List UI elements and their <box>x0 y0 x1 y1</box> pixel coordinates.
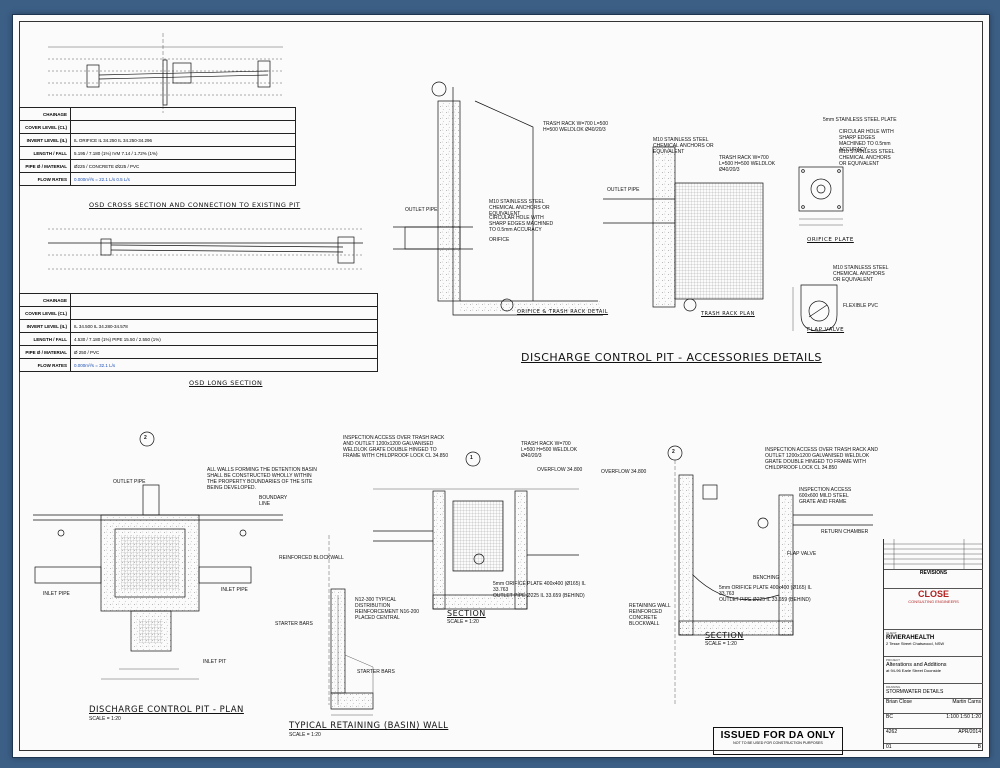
issued-sub: NOT TO BE USED FOR CONSTRUCTION PURPOSES <box>733 741 823 745</box>
anchors-note-4: M10 STAINLESS STEEL CHEMICAL ANCHORS OR … <box>833 265 889 283</box>
retaining-title: TYPICAL RETAINING (BASIN) WALL <box>289 721 449 731</box>
orifice-plate-note-2: 5mm ORIFICE PLATE 400x400 (Ø165) IL 33.7… <box>719 585 812 597</box>
orifice-trash-detail <box>393 81 603 316</box>
revisions-header: REVISIONS <box>884 570 983 589</box>
trash-rack-note-3: TRASH RACK W=700 L=500 H=500 WELDLOK Ø40… <box>521 441 578 459</box>
title-block: REVISIONS CLOSE CONSULTING ENGINEERS CLI… <box>883 539 983 750</box>
revision-table <box>884 539 983 570</box>
osd-long-profile <box>48 228 363 270</box>
flap-valve-drawing <box>792 284 838 332</box>
reinforced-blockwall-note: REINFORCED BLOCKWALL <box>279 555 344 561</box>
outlet-pipe-note-4: OUTLET PIPE Ø225 IL 33.659 (BEHIND) <box>493 593 585 599</box>
client-block: CLIENT RIVIERAHEALTH 2 Tesse Street Chat… <box>884 630 983 657</box>
outlet-pipe-note-5: OUTLET PIPE Ø225 IL 33.659 (BEHIND) <box>719 597 811 603</box>
osd-cross-profile <box>48 33 283 113</box>
retaining-scale: SCALE = 1:20 <box>289 732 321 738</box>
inlet-pipe-note-2: INLET PIPE <box>221 587 248 593</box>
section2-title: SECTION <box>705 631 744 640</box>
section2-marker: 2 <box>672 449 675 455</box>
project-block: PROJECT Alterations and Additions at 94-… <box>884 657 983 684</box>
sheet-row: 01 B <box>886 744 981 750</box>
sheet-border <box>19 21 983 751</box>
retaining-wall-note: RETAINING WALL REINFORCED CONCRETE BLOCK… <box>629 603 671 627</box>
n12-note: N12-300 TYPICAL DISTRIBUTION REINFORCEME… <box>355 597 420 621</box>
osd-cross-title: OSD CROSS SECTION AND CONNECTION TO EXIS… <box>89 201 301 209</box>
engineer-row: Brian Close Martin Carns <box>884 699 983 714</box>
boundary-note: BOUNDARY LINE <box>259 495 288 507</box>
orifice-trash-title: ORIFICE & TRASH RACK DETAIL <box>517 309 609 315</box>
company-logo-text: CLOSE <box>917 589 949 599</box>
trash-rack-plan <box>603 146 764 312</box>
section1-title: SECTION <box>447 609 486 618</box>
orifice-note: ORIFICE <box>489 237 510 243</box>
outlet-pipe-note-1: OUTLET PIPE <box>405 207 438 213</box>
issued-main: ISSUED FOR DA ONLY <box>720 730 836 741</box>
circular-hole-note: CIRCULAR HOLE WITH SHARP EDGES MACHINED … <box>489 215 554 233</box>
pit-plan-section-marker: 2 <box>144 435 147 441</box>
flap-valve-note: FLAP VALVE <box>787 551 817 557</box>
walls-note: ALL WALLS FORMING THE DETENTION BASIN SH… <box>207 467 317 491</box>
pit-plan-drawing <box>33 431 283 680</box>
inlet-pit-note: INLET PIT <box>203 659 227 665</box>
section1-marker: 1 <box>470 455 473 461</box>
company-block: CLOSE CONSULTING ENGINEERS <box>884 589 983 630</box>
outlet-pipe-note-2: OUTLET PIPE <box>607 187 640 193</box>
drawing-sheet: CHAINAGE COVER LEVEL (CL) INVERT LEVEL (… <box>12 14 990 758</box>
osd-long-schedule: CHAINAGE COVER LEVEL (CL) INVERT LEVEL (… <box>19 293 378 372</box>
section1-scale: SCALE = 1:20 <box>447 619 479 625</box>
inspection-note-3: INSPECTION ACCESS 600x600 MILD STEEL GRA… <box>799 487 852 505</box>
orifice-plate-title: ORIFICE PLATE <box>807 237 854 243</box>
anchors-note-2: M10 STAINLESS STEEL CHEMICAL ANCHORS OR … <box>653 137 714 155</box>
section2-drawing <box>667 445 873 705</box>
inlet-pipe-note-1: INLET PIPE <box>43 591 70 597</box>
pit-plan-title: DISCHARGE CONTROL PIT - PLAN <box>89 705 244 715</box>
outlet-pipe-note-3: OUTLET PIPE <box>113 479 146 485</box>
revision-grid <box>884 539 983 569</box>
anchors-note-3: M10 STAINLESS STEEL CHEMICAL ANCHORS OR … <box>839 149 895 167</box>
orifice-plate-drawing <box>798 166 844 226</box>
trash-rack-note-2: TRASH RACK W=700 L=500 H=500 WELDLOK Ø40… <box>719 155 776 173</box>
return-chamber-note: RETURN CHAMBER <box>821 529 869 535</box>
overflow-note-1: OVERFLOW 34.800 <box>537 467 583 473</box>
retaining-wall-drawing <box>328 535 374 716</box>
overflow-note-2: OVERFLOW 34.800 <box>601 469 647 475</box>
section1-drawing <box>373 451 579 610</box>
scale-row: BC 1:100 1:50 1:20 <box>884 714 983 729</box>
starter-note-2: STARTER BARS <box>357 669 395 675</box>
inspection-note-1: INSPECTION ACCESS OVER TRASH RACK AND OU… <box>343 435 449 459</box>
accessories-title: DISCHARGE CONTROL PIT - ACCESSORIES DETA… <box>521 351 822 364</box>
drawing-linework <box>33 33 873 716</box>
section2-scale: SCALE = 1:20 <box>705 641 737 647</box>
benching-note: BENCHING <box>753 575 780 581</box>
plate-note: 5mm STAINLESS STEEL PLATE <box>823 117 897 123</box>
pit-plan-scale: SCALE = 1:20 <box>89 716 121 722</box>
starter-note-1: STARTER BARS <box>275 621 313 627</box>
trash-rack-note: TRASH RACK W=700 L=500 H=500 WELDLOK Ø40… <box>543 121 609 133</box>
drawing-block: DRAWING STORMWATER DETAILS <box>884 684 983 699</box>
project-no-row: 4262 APR/2014 <box>884 729 983 744</box>
circular-hole-note-2: CIRCULAR HOLE WITH SHARP EDGES MACHINED … <box>839 129 894 153</box>
flexible-pvc-note: FLEXIBLE PVC <box>843 303 879 309</box>
orifice-plate-note-1: 5mm ORIFICE PLATE 400x400 (Ø165) IL 33.7… <box>493 581 586 593</box>
trash-plan-title: TRASH RACK PLAN <box>701 311 755 317</box>
issued-for-da-stamp: ISSUED FOR DA ONLY NOT TO BE USED FOR CO… <box>713 727 843 755</box>
inspection-note-2: INSPECTION ACCESS OVER TRASH RACK AND OU… <box>765 447 878 471</box>
anchors-note: M10 STAINLESS STEEL CHEMICAL ANCHORS OR … <box>489 199 550 217</box>
osd-cross-schedule: CHAINAGE COVER LEVEL (CL) INVERT LEVEL (… <box>19 107 296 186</box>
osd-long-title: OSD LONG SECTION <box>189 379 263 387</box>
flap-valve-title: FLAP VALVE <box>807 327 845 333</box>
